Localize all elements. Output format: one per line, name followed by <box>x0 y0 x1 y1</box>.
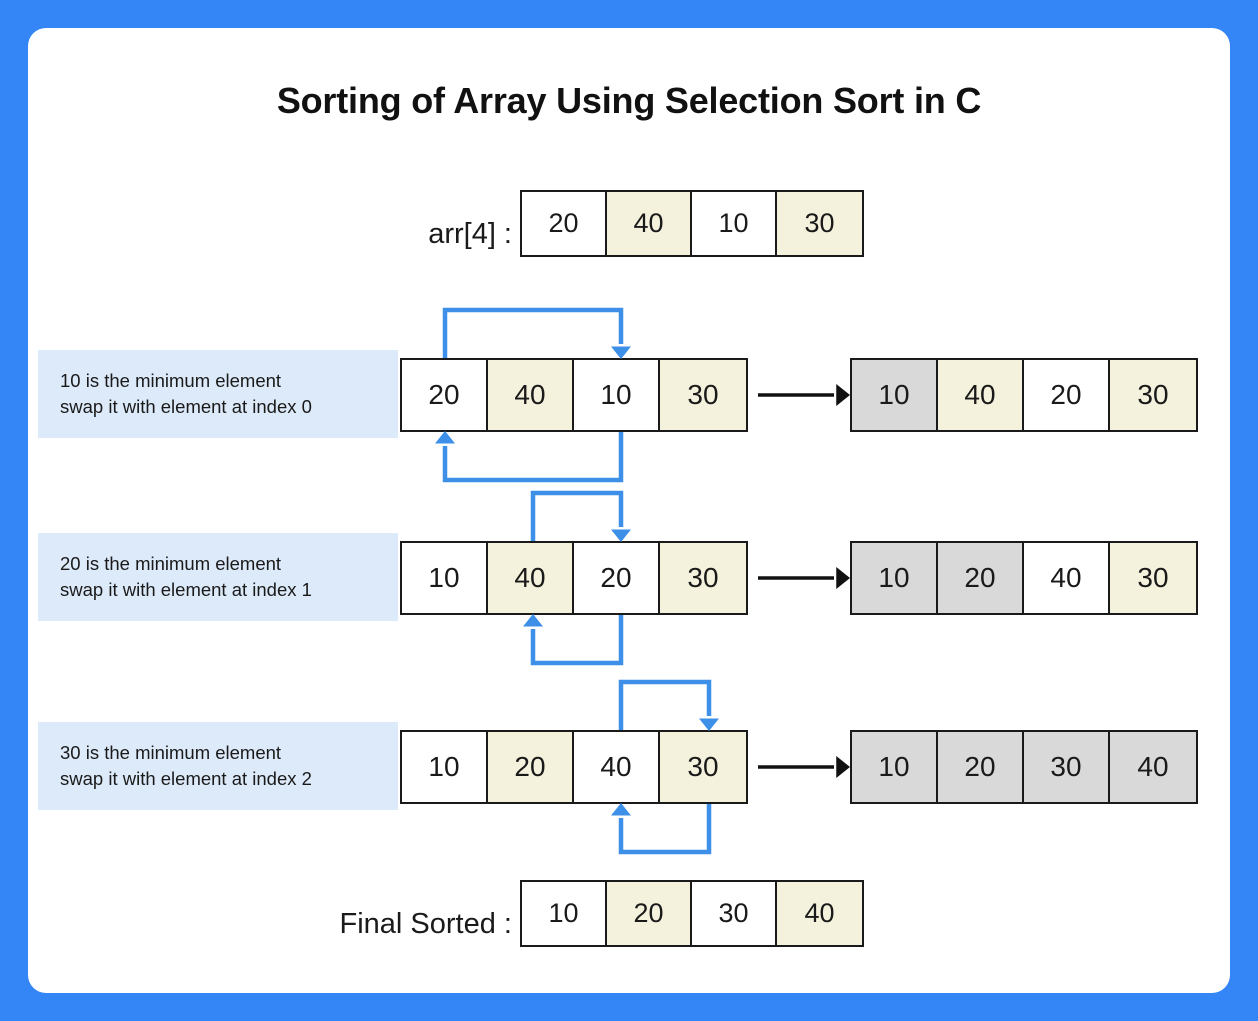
page-title: Sorting of Array Using Selection Sort in… <box>276 80 982 121</box>
swap-arrow-bottom-step-1 <box>442 432 624 483</box>
final-array-cell-3: 40 <box>777 882 862 945</box>
input-array-cell-1: 40 <box>607 192 692 255</box>
step-note-2-line-2: swap it with element at index 1 <box>60 579 312 600</box>
input-array-cell-0: 20 <box>522 192 607 255</box>
swap-arrow-head-up-step-1 <box>435 431 455 444</box>
step-note-3-line-1: 30 is the minimum element <box>60 742 282 763</box>
swap-arrow-top-step-2 <box>530 490 624 541</box>
step-2-before-cell-1: 40 <box>488 543 574 613</box>
final-array-cell-0: 10 <box>522 882 607 945</box>
flow-arrow-head-step-2 <box>836 567 850 589</box>
step-1-after-cell-3: 30 <box>1110 360 1196 430</box>
swap-arrow-bottom-step-2 <box>530 615 624 666</box>
step-3-after-cell-0: 10 <box>852 732 938 802</box>
step-3-before-cell-3: 30 <box>660 732 746 802</box>
final-array-label: Final Sorted : <box>339 908 512 940</box>
final-array-cell-2: 30 <box>692 882 777 945</box>
step-3-after-cell-2: 30 <box>1024 732 1110 802</box>
step-note-1: 10 is the minimum element swap it with e… <box>38 350 398 438</box>
step-note-1-line-2: swap it with element at index 0 <box>60 396 312 417</box>
swap-arrow-bottom-step-3 <box>618 804 712 855</box>
step-3-after-cell-1: 20 <box>938 732 1024 802</box>
step-3-before-cell-1: 20 <box>488 732 574 802</box>
step-1-after-cell-0: 10 <box>852 360 938 430</box>
swap-arrow-layer <box>435 307 850 855</box>
step-1-before-cell-1: 40 <box>488 360 574 430</box>
input-array-label: arr[4] : <box>428 218 512 250</box>
step-note-2-line-1: 20 is the minimum element <box>60 553 282 574</box>
step-2-before-cell-0: 10 <box>402 543 488 613</box>
swap-arrow-head-up-step-3 <box>611 803 631 816</box>
step-2-before-cell-3: 30 <box>660 543 746 613</box>
flow-arrow-head-step-1 <box>836 384 850 406</box>
step-3-before-cell-0: 10 <box>402 732 488 802</box>
step-note-3: 30 is the minimum element swap it with e… <box>38 722 398 810</box>
step-note-3-line-2: swap it with element at index 2 <box>60 768 312 789</box>
swap-arrow-top-step-1 <box>442 307 624 358</box>
step-note-1-line-1: 10 is the minimum element <box>60 370 282 391</box>
step-2-after-cell-1: 20 <box>938 543 1024 613</box>
step-2-before-cell-2: 20 <box>574 543 660 613</box>
step-note-2: 20 is the minimum element swap it with e… <box>38 533 398 621</box>
swap-arrow-head-up-step-2 <box>523 614 543 627</box>
step-2-after-cell-0: 10 <box>852 543 938 613</box>
step-2-after-cell-3: 30 <box>1110 543 1196 613</box>
input-array-cell-3: 30 <box>777 192 862 255</box>
step-1-before-cell-2: 10 <box>574 360 660 430</box>
step-1-before-cell-0: 20 <box>402 360 488 430</box>
diagram-card: Sorting of Array Using Selection Sort in… <box>28 28 1230 993</box>
flow-arrow-head-step-3 <box>836 756 850 778</box>
step-3-before-cell-2: 40 <box>574 732 660 802</box>
swap-arrow-top-step-3 <box>618 679 712 730</box>
input-array-cell-2: 10 <box>692 192 777 255</box>
step-1-before-cell-3: 30 <box>660 360 746 430</box>
step-1-after-cell-2: 20 <box>1024 360 1110 430</box>
final-array-cell-1: 20 <box>607 882 692 945</box>
step-1-after-cell-1: 40 <box>938 360 1024 430</box>
step-3-after-cell-3: 40 <box>1110 732 1196 802</box>
step-2-after-cell-2: 40 <box>1024 543 1110 613</box>
